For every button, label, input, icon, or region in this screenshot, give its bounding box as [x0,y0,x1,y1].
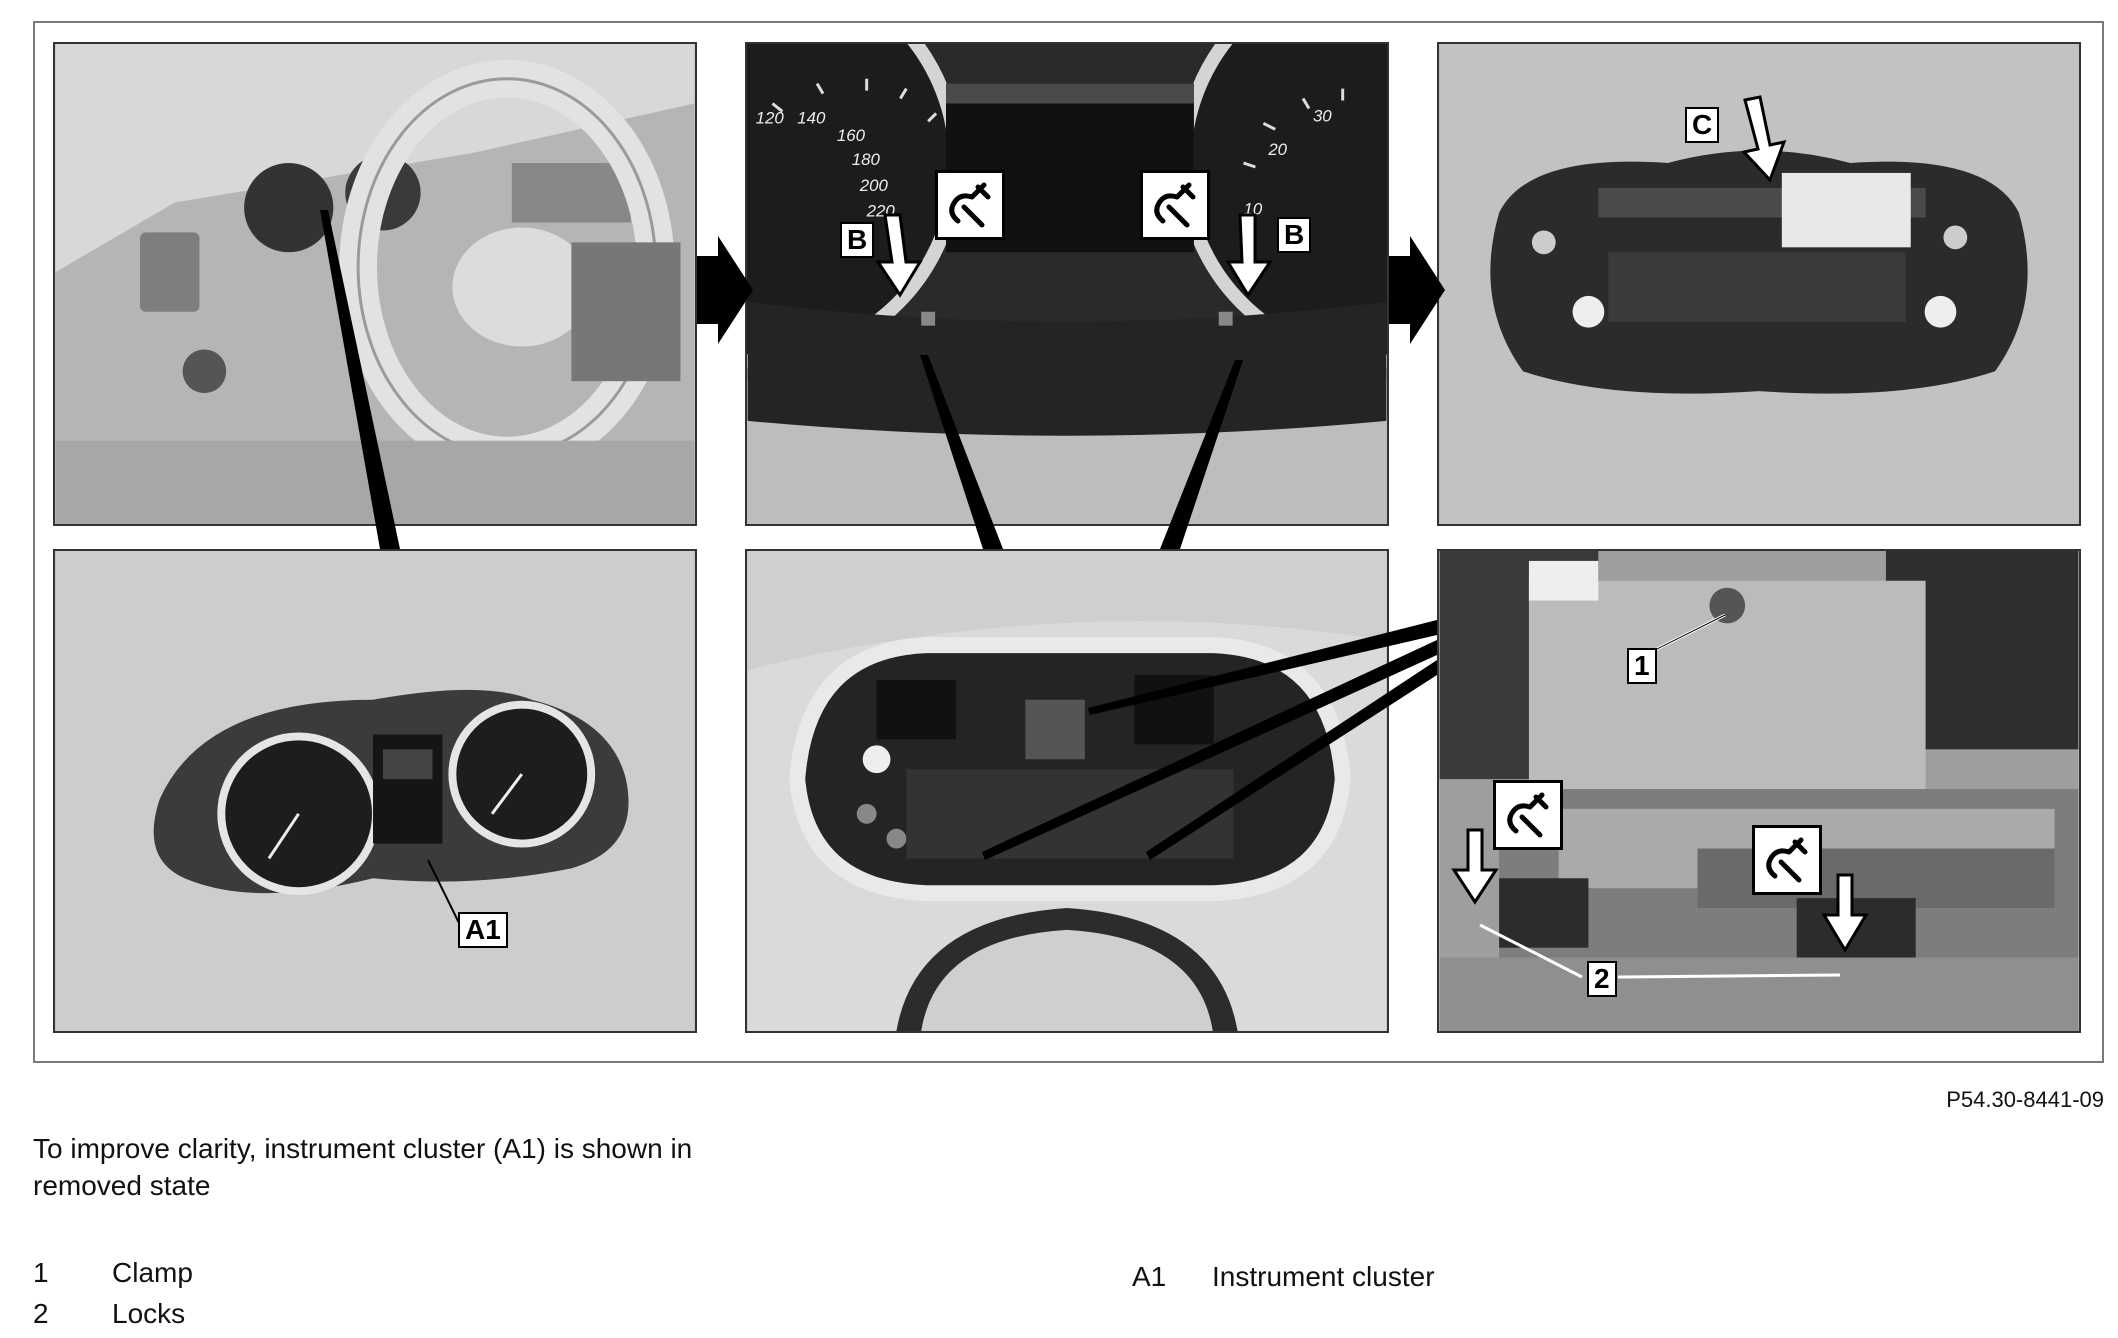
cluster-back-illustration [1439,44,2079,524]
dash-opening-illustration [747,551,1387,1031]
gauge-number: 120 [756,108,785,127]
legend-key: A1 [1132,1261,1167,1292]
gauge-number: 220 [866,202,896,221]
gauge-number: 200 [859,176,889,195]
cluster-front-illustration: 120 140 160 180 200 220 30 20 10 [747,44,1387,524]
cluster-removed-illustration [55,551,695,1031]
legend-label: Clamp [112,1257,193,1288]
clarity-note: To improve clarity, instrument cluster (… [33,1133,693,1201]
speed-scale: 120 140 160 180 200 220 30 20 10 [756,106,1333,220]
callout-c: C [1685,107,1720,143]
gauge-number: 20 [1267,140,1287,159]
callout-b-right: B [1277,217,1312,253]
legend-label: Instrument cluster [1212,1261,1435,1292]
wrench-screwdriver-icon [1493,780,1563,850]
callout-1: 1 [1627,648,1657,684]
photo-cluster-front: 120 140 160 180 200 220 30 20 10 [745,42,1389,526]
cockpit-illustration [55,44,695,524]
photo-cluster-back [1437,42,2081,526]
figure-reference: P54.30-8441-09 [1946,1087,2104,1112]
wrench-screwdriver-icon [1140,170,1210,240]
gauge-number: 160 [837,126,866,145]
photo-cluster-removed [53,549,697,1033]
gauge-number: 180 [852,150,881,169]
gauge-number: 30 [1313,106,1332,125]
photo-cockpit [53,42,697,526]
wrench-screwdriver-icon [1752,825,1822,895]
photo-dash-opening [745,549,1389,1033]
callout-a1: A1 [458,912,508,948]
gauge-number: 140 [797,108,826,127]
legend-key: 1 [33,1257,49,1288]
legend-label: Locks [112,1298,186,1329]
legend-key: 2 [33,1298,49,1329]
callout-b-left: B [840,222,875,258]
gauge-number: 10 [1244,200,1263,219]
wrench-screwdriver-icon [935,170,1005,240]
callout-2: 2 [1587,961,1617,997]
